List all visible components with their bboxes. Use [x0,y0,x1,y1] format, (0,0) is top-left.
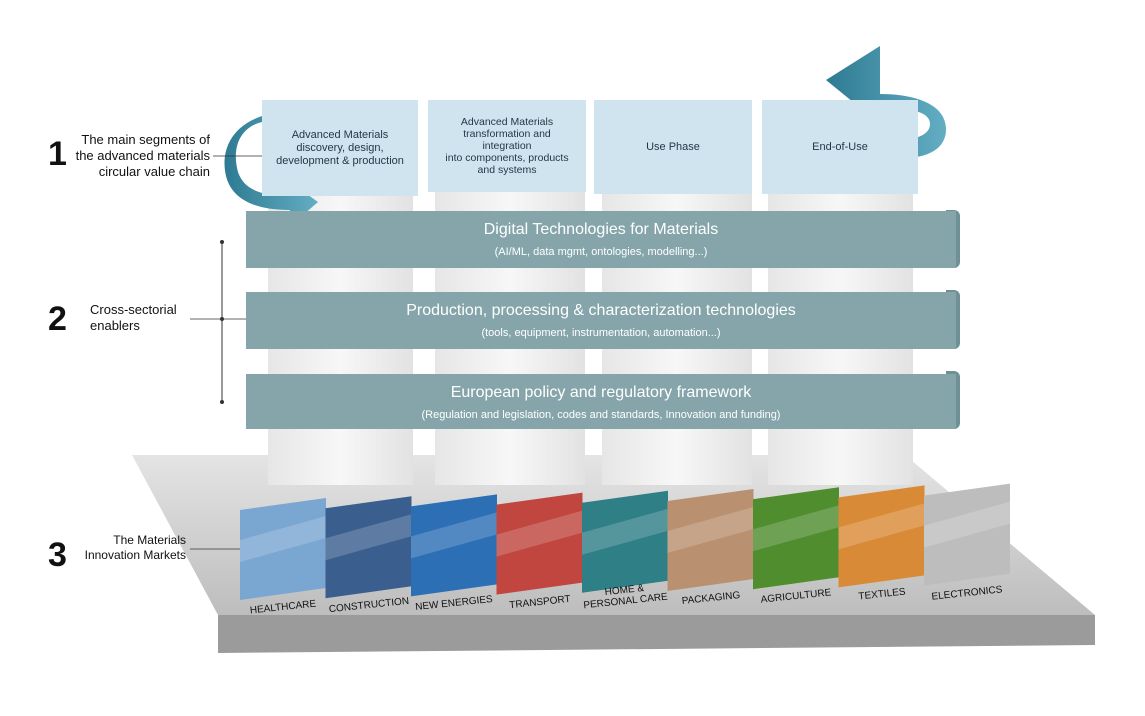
segment-transformation-integration: Advanced Materials transformation and in… [428,100,586,192]
band-subtitle: (tools, equipment, instrumentation, auto… [481,327,721,339]
band-title: Digital Technologies for Materials [483,221,719,238]
solar-panel-photo [411,494,497,597]
segment-end-of-use: End-of-Use [762,100,918,194]
photo-highlight [240,516,326,562]
photo-highlight [838,503,925,550]
section-2-label: Cross-sectorial enablers [90,302,210,334]
segment-line: End-of-Use [812,140,868,153]
section-1-label: The main segments of the advanced materi… [66,132,210,180]
section-1-number: 1 [48,135,67,173]
photo-highlight [667,507,754,553]
fabric-photo [838,485,925,588]
photo-highlight [924,501,1010,548]
segment-line: and systems [477,164,537,176]
left-circular-arrow [224,116,318,226]
living-room-photo [582,490,668,593]
photo-highlight [411,512,497,559]
photo-highlight [582,508,668,555]
band-subtitle: (Regulation and legislation, codes and s… [421,409,781,421]
band-title: European policy and regulatory framework [450,384,752,401]
section-3-number: 3 [48,536,67,574]
section-1-line: The main segments of [81,132,210,147]
photo-highlight [753,505,839,552]
platform-side [218,615,1095,653]
segment-line: development & production [276,154,404,167]
section-1-line: the advanced materials [75,148,210,163]
band-policy-regulatory: European policy and regulatory framework… [246,374,956,429]
construction-photo [325,496,412,599]
section-1-line: circular value chain [98,164,210,179]
section-2-line: Cross-sectorial [90,302,177,317]
section-3-line: Innovation Markets [84,548,186,562]
band-digital-technologies: Digital Technologies for Materials (AI/M… [246,211,956,268]
section-2-line: enablers [90,318,140,333]
washing-machine-photo [924,483,1010,586]
segment-use-phase: Use Phase [594,100,752,194]
market-photos [240,483,1010,600]
band-production-processing: Production, processing & characterizatio… [246,292,956,349]
section-3-line: The Materials [113,533,186,547]
segment-line: transformation and integration [463,128,551,152]
segment-line: Advanced Materials [291,128,389,141]
photo-highlight [496,510,583,557]
bus-photo [496,492,583,595]
section-3-label: The Materials Innovation Markets [60,533,186,563]
band-title: Production, processing & characterizatio… [406,302,796,319]
packaging-photo [667,489,754,591]
segment-discovery-production: Advanced Materials discovery, design, de… [262,100,418,196]
segment-line: Use Phase [646,140,700,153]
segment-line: into components, products [445,152,569,164]
segment-line: discovery, design, [296,141,384,154]
healthcare-photo [240,498,326,600]
photo-highlight [325,514,412,561]
segment-line: Advanced Materials [460,116,554,128]
band-subtitle: (AI/ML, data mgmt, ontologies, modelling… [494,246,708,258]
field-photo [753,487,839,590]
section-2-number: 2 [48,300,67,338]
